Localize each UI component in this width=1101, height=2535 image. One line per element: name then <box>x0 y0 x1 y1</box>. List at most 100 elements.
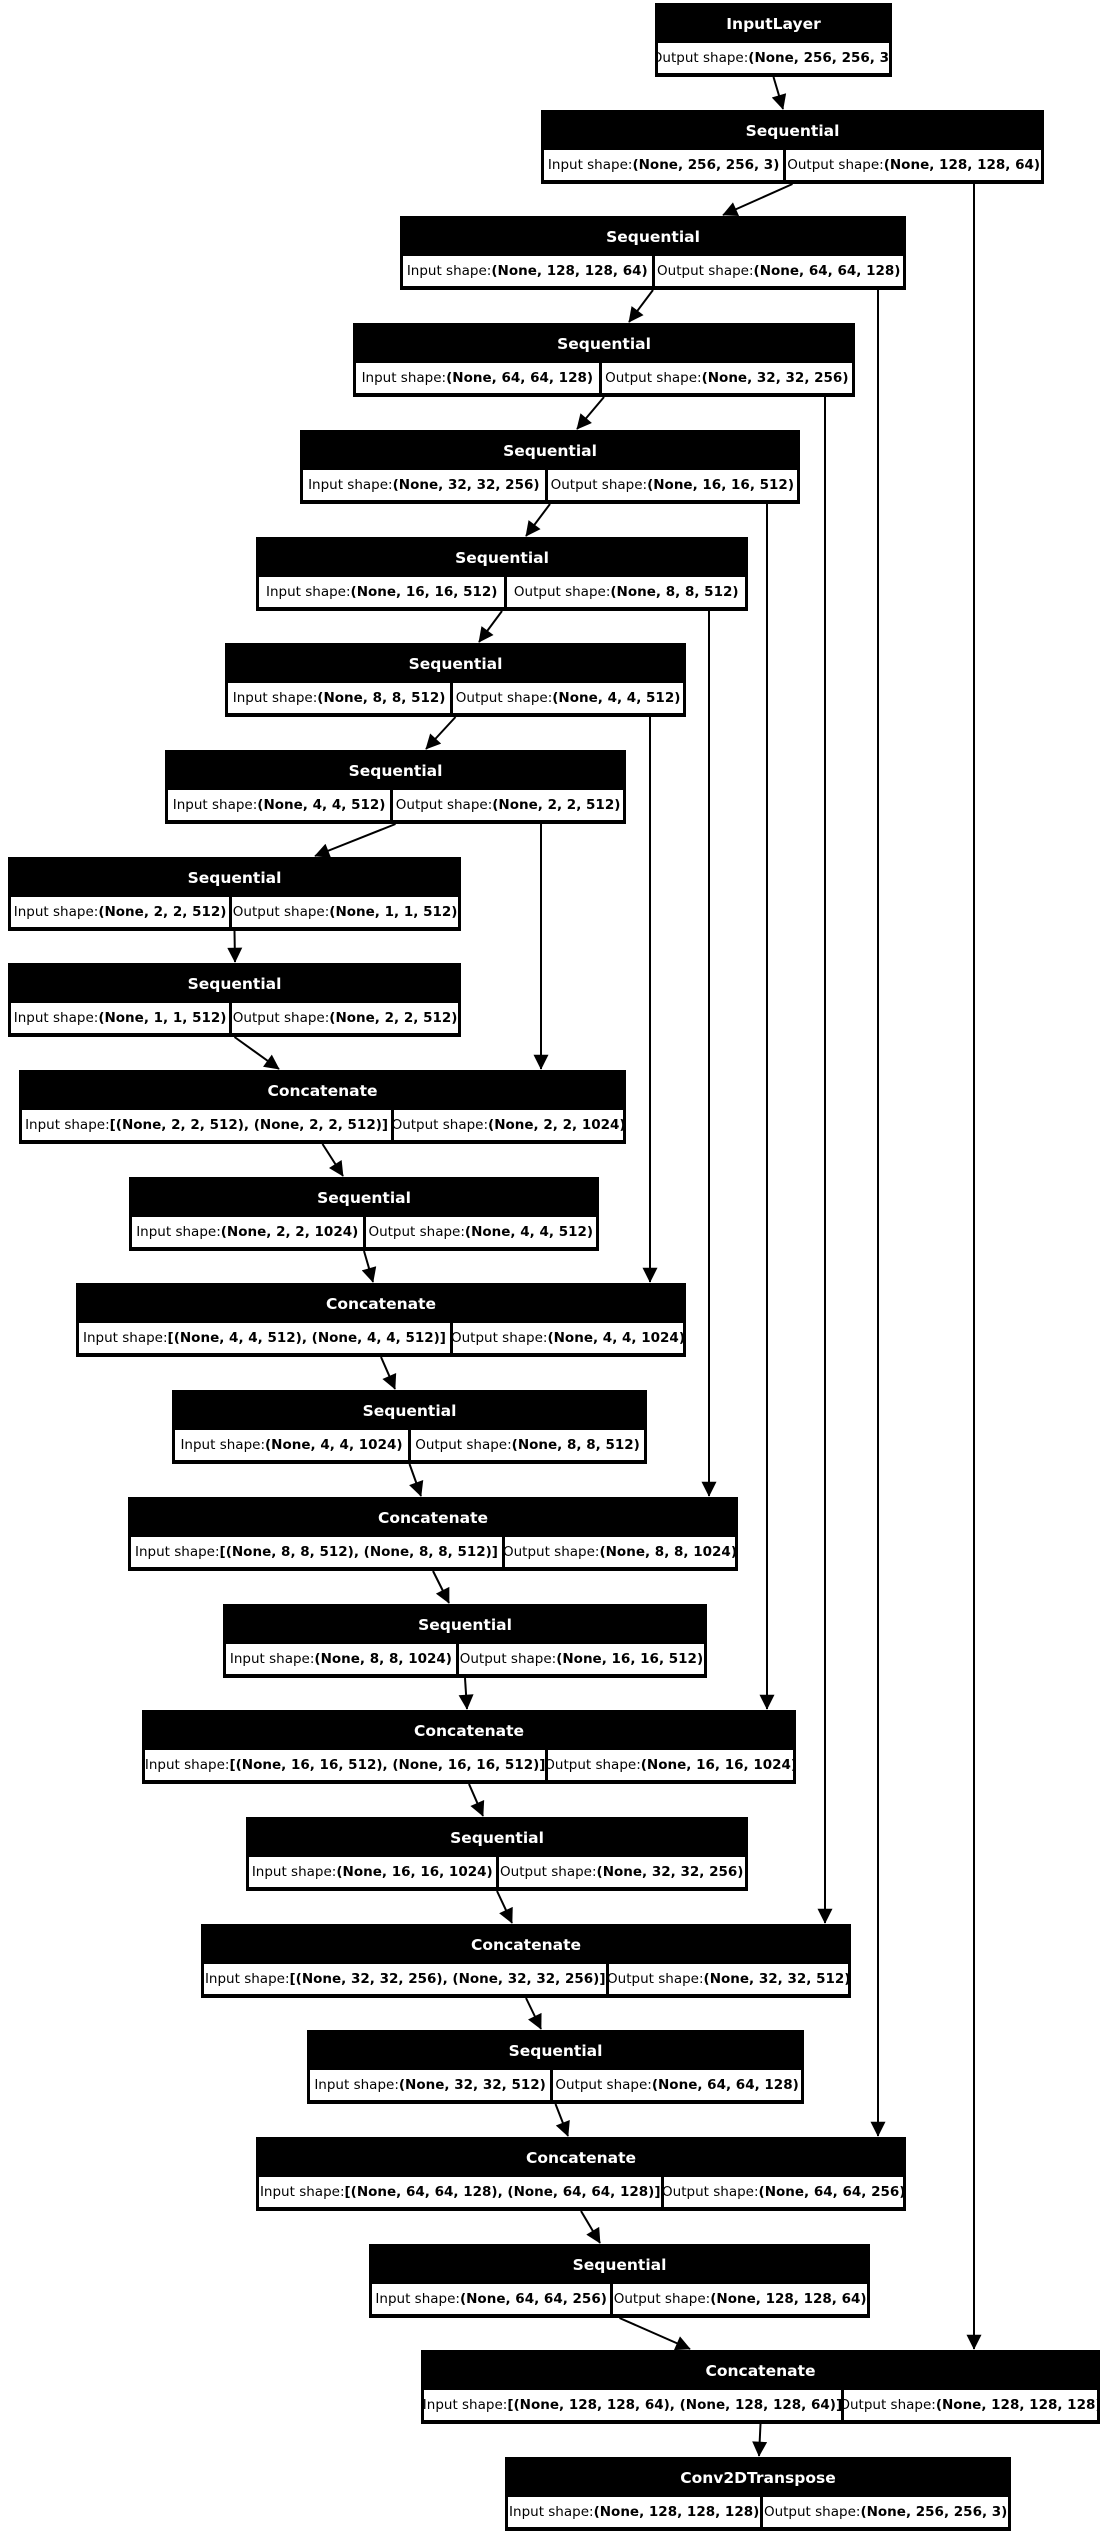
output-shape-cell: Output shape: (None, 4, 4, 512) <box>365 1217 596 1247</box>
chain-edge-concat6-to-seq15 <box>580 2210 601 2244</box>
shape-value: (None, 16, 16, 1024) <box>336 1864 493 1880</box>
chain-edge-seq13-to-concat5 <box>496 1890 513 1924</box>
input-shape-cell: Input shape: (None, 1, 1, 512) <box>11 1003 230 1033</box>
shape-value: (None, 8, 8, 1024) <box>314 1651 452 1667</box>
output-shape-cell: Output shape: (None, 256, 256, 3) <box>658 43 889 73</box>
input-shape-cell: Input shape: (None, 2, 2, 512) <box>11 897 230 927</box>
shape-value: (None, 64, 64, 128) <box>753 263 901 279</box>
shape-label: Input shape: <box>145 1757 230 1773</box>
shape-label: Output shape: <box>605 370 702 386</box>
chain-edge-concat2-to-seq11 <box>380 1356 397 1390</box>
chain-edge-seq8-to-seq9 <box>227 930 243 963</box>
chain-edge-seq12-to-concat4 <box>458 1677 474 1710</box>
output-shape-cell: Output shape: (None, 8, 8, 512) <box>411 1430 644 1460</box>
output-shape-cell: Output shape: (None, 1, 1, 512) <box>232 897 458 927</box>
shape-label: Output shape: <box>394 1117 489 1133</box>
shape-value: (None, 32, 32, 512) <box>398 2077 546 2093</box>
output-shape-cell: Output shape: (None, 32, 32, 256) <box>601 363 852 393</box>
output-shape-cell: Output shape: (None, 64, 64, 256) <box>664 2177 903 2207</box>
shape-label: Output shape: <box>368 1224 465 1240</box>
layer-type-label: Sequential <box>572 2256 667 2274</box>
input-shape-cell: Input shape: (None, 32, 32, 512) <box>310 2070 551 2100</box>
layer-type-label: Sequential <box>745 122 840 140</box>
shape-value: (None, 256, 256, 3) <box>632 157 780 173</box>
layer-type-label: Sequential <box>503 442 597 460</box>
shape-value: [(None, 4, 4, 512), (None, 4, 4, 512)] <box>167 1330 446 1346</box>
layer-type-label: Concatenate <box>325 1295 437 1313</box>
chain-edge-input_layer-to-seq1 <box>771 76 787 110</box>
input-shape-cell: Input shape: (None, 32, 32, 256) <box>303 470 545 500</box>
shape-value: (None, 8, 8, 512) <box>317 690 446 706</box>
shape-value: (None, 1, 1, 512) <box>98 1010 227 1026</box>
shape-label: Output shape: <box>232 1010 330 1026</box>
input-shape-cell: Input shape: [(None, 8, 8, 512), (None, … <box>131 1537 502 1567</box>
layer-type-label: Sequential <box>450 1829 544 1847</box>
layer-type-label: Sequential <box>348 762 443 780</box>
shape-cells-row: Input shape: (None, 64, 64, 128)Output s… <box>355 363 853 395</box>
shape-value: (None, 16, 16, 1024) <box>640 1757 793 1773</box>
output-shape-cell: Output shape: (None, 32, 32, 512) <box>609 1964 848 1994</box>
shape-label: Output shape: <box>415 1437 512 1453</box>
shape-cells-row: Input shape: (None, 1, 1, 512)Output sha… <box>10 1003 459 1035</box>
shape-value: (None, 128, 128, 128) <box>593 2504 760 2520</box>
shape-label: Input shape: <box>204 1971 290 1987</box>
shape-value: (None, 16, 16, 512) <box>556 1651 704 1667</box>
layer-type-label: Sequential <box>187 869 282 887</box>
shape-cells-row: Input shape: (None, 32, 32, 512)Output s… <box>309 2070 802 2102</box>
input-shape-cell: Input shape: (None, 4, 4, 1024) <box>175 1430 408 1460</box>
shape-cells-row: Input shape: (None, 4, 4, 512)Output sha… <box>167 790 624 822</box>
shape-cells-row: Input shape: (None, 4, 4, 1024)Output sh… <box>174 1430 645 1462</box>
shape-value: (None, 32, 32, 256) <box>596 1864 744 1880</box>
shape-cells-row: Input shape: (None, 16, 16, 1024)Output … <box>248 1857 746 1889</box>
chain-edge-concat3-to-seq12 <box>432 1570 450 1604</box>
shape-label: Output shape: <box>609 1971 704 1987</box>
shape-label: Input shape: <box>547 157 633 173</box>
shape-value: [(None, 2, 2, 512), (None, 2, 2, 512)] <box>109 1117 389 1133</box>
input-shape-cell: Input shape: (None, 256, 256, 3) <box>544 150 784 180</box>
input-shape-cell: Input shape: (None, 8, 8, 512) <box>228 683 451 713</box>
shape-cells-row: Input shape: (None, 8, 8, 512)Output sha… <box>227 683 684 715</box>
layer-type-label: Concatenate <box>705 2362 816 2380</box>
shape-cells-row: Input shape: (None, 128, 128, 64)Output … <box>402 256 904 288</box>
shape-label: Output shape: <box>452 1330 548 1346</box>
shape-value: (None, 128, 128, 128) <box>935 2397 1097 2413</box>
shape-label: Output shape: <box>548 1757 641 1773</box>
layer-type-label: Sequential <box>362 1402 457 1420</box>
shape-value: (None, 64, 64, 128) <box>446 370 594 386</box>
shape-value: (None, 128, 128, 64) <box>710 2291 867 2307</box>
input-shape-cell: Input shape: (None, 64, 64, 256) <box>372 2284 611 2314</box>
shape-label: Input shape: <box>509 2504 594 2520</box>
shape-cells-row: Input shape: (None, 128, 128, 128)Output… <box>507 2497 1009 2529</box>
layer-type-label: Sequential <box>606 228 700 246</box>
output-shape-cell: Output shape: (None, 4, 4, 512) <box>453 683 683 713</box>
input-shape-cell: Input shape: [(None, 128, 128, 64), (Non… <box>424 2390 841 2420</box>
chain-edge-seq1-to-seq2 <box>722 183 793 217</box>
input-shape-cell: Input shape: (None, 8, 8, 1024) <box>226 1644 456 1674</box>
shape-value: [(None, 128, 128, 64), (None, 128, 128, … <box>507 2397 841 2413</box>
shape-value: (None, 16, 16, 512) <box>350 584 498 600</box>
shape-value: [(None, 64, 64, 128), (None, 64, 64, 128… <box>344 2184 661 2200</box>
shape-label: Input shape: <box>136 1224 221 1240</box>
shape-label: Input shape: <box>180 1437 265 1453</box>
chain-edge-concat7-to-conv2d_transpose <box>752 2423 768 2457</box>
chain-edge-seq7-to-seq8 <box>314 823 396 858</box>
input-shape-cell: Input shape: (None, 64, 64, 128) <box>356 363 599 393</box>
layer-type-label: Sequential <box>455 549 549 567</box>
layer-type-label: Sequential <box>317 1189 411 1207</box>
shape-label: Output shape: <box>500 1864 597 1880</box>
shape-label: Output shape: <box>513 584 611 600</box>
shape-cells-row: Input shape: (None, 8, 8, 1024)Output sh… <box>225 1644 705 1676</box>
input-shape-cell: Input shape: [(None, 16, 16, 512), (None… <box>145 1750 546 1780</box>
shape-label: Output shape: <box>658 50 749 66</box>
output-shape-cell: Output shape: (None, 16, 16, 512) <box>547 470 797 500</box>
shape-value: (None, 64, 64, 256) <box>758 2184 903 2200</box>
layer-type-label: Concatenate <box>267 1082 378 1100</box>
